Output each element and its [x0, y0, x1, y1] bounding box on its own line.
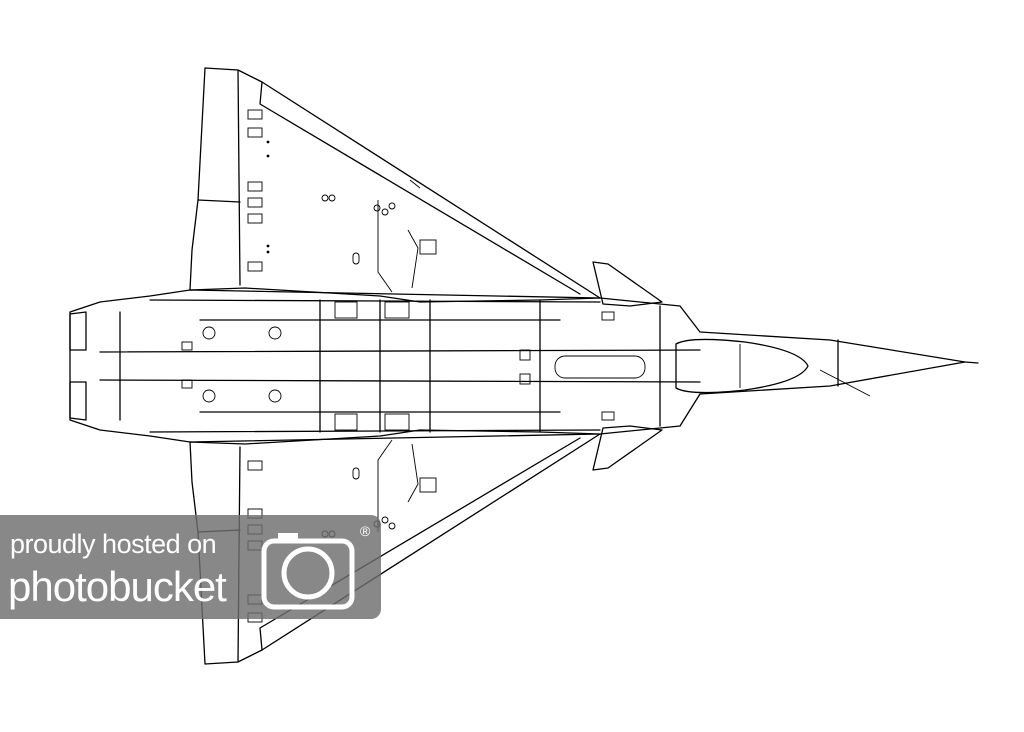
- watermark-tagline: proudly hosted on: [10, 529, 217, 559]
- fuselage: [69, 289, 979, 443]
- canards: [592, 261, 663, 471]
- upper-wing: [189, 67, 601, 303]
- photobucket-watermark: proudly hosted on photobucket ®: [0, 515, 381, 619]
- registered-mark: ®: [360, 523, 371, 539]
- watermark-brand: photobucket: [8, 563, 227, 610]
- camera-icon: [261, 533, 355, 610]
